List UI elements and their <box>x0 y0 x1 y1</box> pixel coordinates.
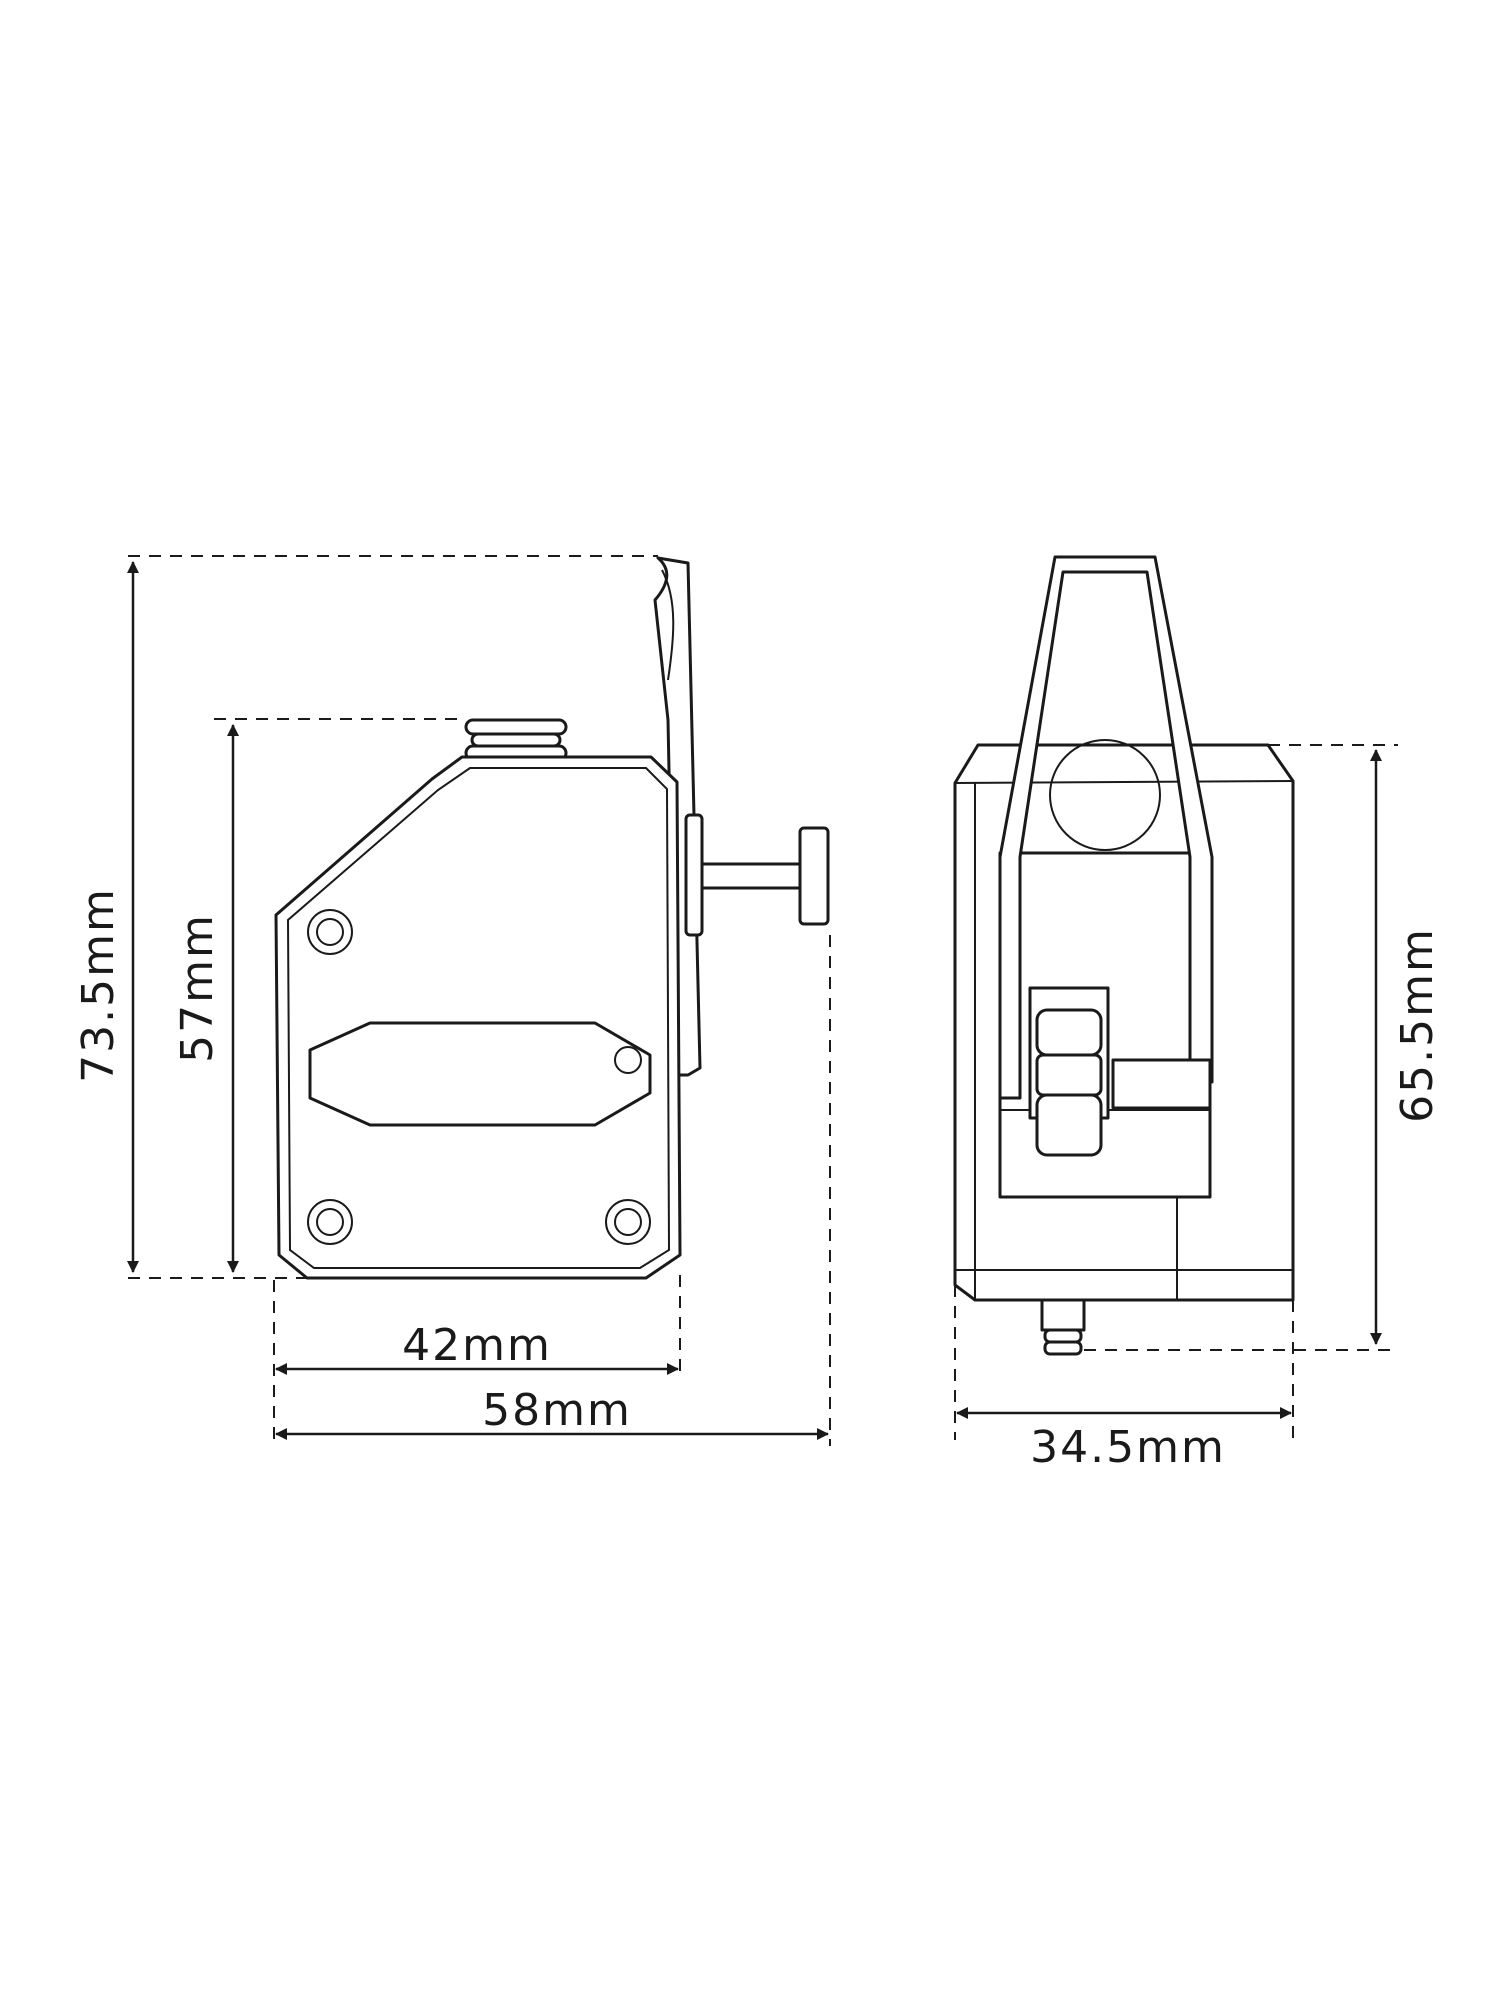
dim-front-width: 34.5mm <box>1030 1422 1226 1473</box>
knob-base <box>684 813 704 937</box>
dim-side-total-width: 58mm <box>482 1385 632 1436</box>
front-outlet-fitting <box>1040 1298 1086 1356</box>
front-gear-stack <box>1035 1008 1103 1157</box>
side-screw-holes <box>307 909 651 1245</box>
tension-knob <box>798 826 830 926</box>
front-gear-circle <box>1049 739 1161 851</box>
dim-front-height: 65.5mm <box>1392 927 1443 1123</box>
side-view: 73.5mm 57mm 42mm 58mm <box>73 555 831 1446</box>
front-view: 65.5mm 34.5mm <box>953 555 1443 1473</box>
label-plate-hole <box>614 1046 642 1074</box>
dim-side-body-width: 42mm <box>402 1320 552 1371</box>
side-body-inner-edge <box>286 767 671 1269</box>
front-idler-block <box>1111 1058 1212 1110</box>
dim-side-total-height: 73.5mm <box>73 887 124 1083</box>
tension-screw <box>698 862 802 890</box>
dim-side-body-height: 57mm <box>172 913 223 1063</box>
front-lever <box>998 555 1214 1100</box>
side-label-plate <box>308 1021 652 1127</box>
side-body-outline <box>274 755 682 1280</box>
